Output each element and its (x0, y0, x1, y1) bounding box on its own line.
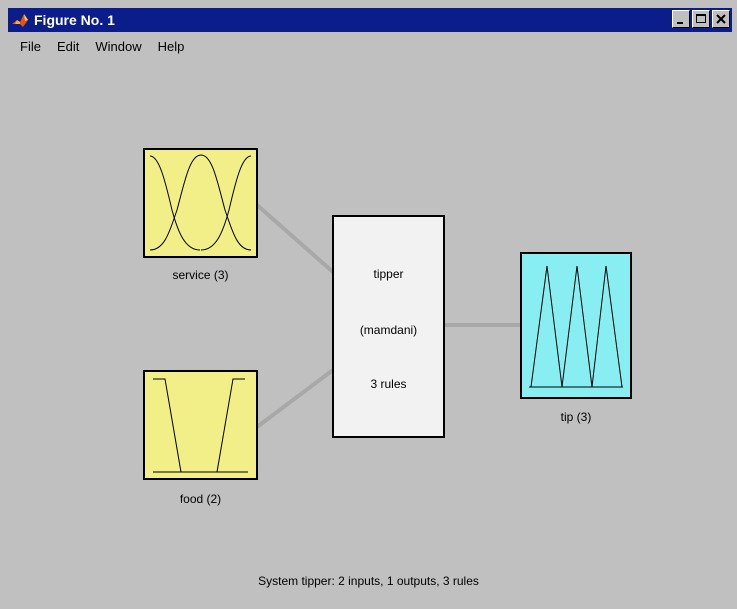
system-name: tipper (373, 267, 404, 281)
maximize-icon (696, 14, 706, 23)
system-type: (mamdani) (359, 323, 418, 337)
window-title: Figure No. 1 (34, 12, 115, 28)
close-icon (716, 14, 726, 24)
input-service-box[interactable] (143, 148, 258, 258)
service-label: service (3) (172, 268, 229, 282)
status-text: System tipper: 2 inputs, 1 outputs, 3 ru… (258, 574, 479, 588)
food-label: food (2) (179, 492, 222, 506)
menu-window[interactable]: Window (95, 39, 142, 54)
service-connector (255, 203, 335, 274)
title-bar[interactable]: Figure No. 1 (8, 8, 732, 32)
system-rule-count: 3 rules (370, 377, 407, 391)
fis-system-box[interactable]: tipper (mamdani) 3 rules (332, 215, 445, 438)
menu-bar: File Edit Window Help (8, 36, 200, 58)
menu-file[interactable]: File (20, 39, 41, 54)
output-tip-box[interactable] (520, 252, 632, 399)
food-connector (255, 368, 335, 429)
maximize-button[interactable] (692, 10, 710, 28)
tip-label: tip (3) (560, 410, 592, 424)
minimize-icon (677, 22, 683, 24)
input-food-box[interactable] (143, 370, 258, 480)
minimize-button[interactable] (672, 10, 690, 28)
tip-membership-functions (529, 265, 623, 388)
matlab-logo-icon (11, 11, 29, 29)
menu-help[interactable]: Help (157, 39, 185, 54)
menu-edit[interactable]: Edit (56, 39, 80, 54)
window-controls (670, 10, 730, 30)
service-membership-functions (149, 154, 252, 251)
food-membership-functions (153, 378, 248, 473)
close-button[interactable] (712, 10, 730, 28)
